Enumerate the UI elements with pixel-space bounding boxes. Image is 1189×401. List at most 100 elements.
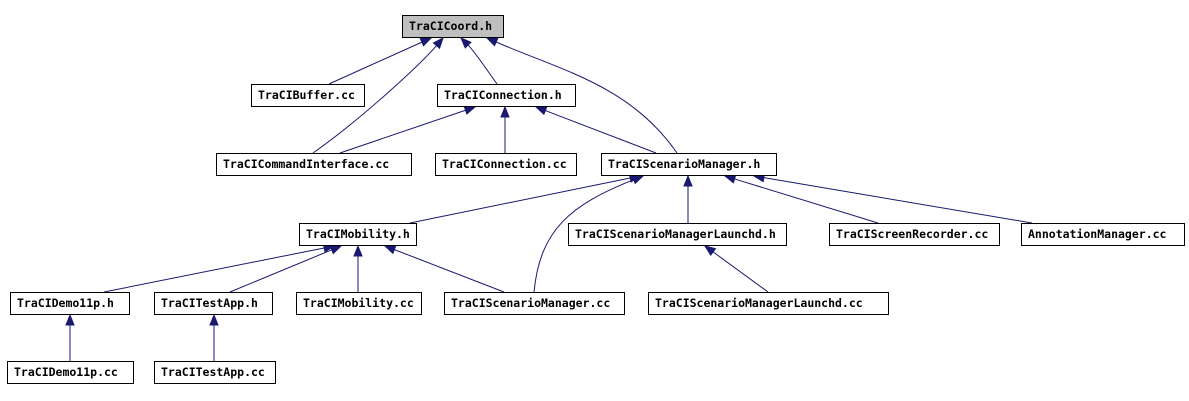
arrowhead-icon — [419, 37, 433, 47]
edge-scenmgr_cc-to-mobility_h — [383, 245, 505, 293]
node-label: TraCIMobility.cc — [303, 296, 414, 310]
arrowhead-icon — [683, 174, 693, 187]
edge-line — [533, 179, 634, 293]
edge-line — [467, 44, 498, 85]
node-label: TraCIDemo11p.h — [17, 296, 114, 310]
edge-mobility_h-to-scenmgr_h — [409, 173, 642, 224]
node-label: TraCIConnection.h — [444, 88, 562, 102]
edge-line — [394, 249, 505, 293]
node-label: TraCIScenarioManager.cc — [451, 296, 610, 310]
node-box — [216, 153, 412, 176]
node-label: TraCIConnection.cc — [442, 157, 567, 171]
node-label: TraCITestApp.h — [161, 296, 258, 310]
edge-line — [495, 41, 678, 154]
edge-scenmgrlaunchd_h-to-scenmgr_h — [683, 174, 693, 223]
node-box — [402, 15, 504, 38]
node-box — [296, 292, 422, 315]
edge-line — [103, 247, 325, 293]
node-connection-cc[interactable]: TraCIConnection.cc — [435, 153, 577, 176]
edge-line — [409, 177, 631, 224]
edge-connection_h-to-coord_h — [460, 37, 498, 85]
node-testapp-cc[interactable]: TraCITestApp.cc — [154, 361, 276, 384]
node-mobility-h[interactable]: TraCIMobility.h — [299, 223, 417, 246]
arrowhead-icon — [463, 105, 477, 115]
edge-line — [339, 109, 466, 154]
edge-demo11p_cc-to-demo11p_h — [65, 313, 75, 361]
edge-line — [312, 45, 437, 154]
node-scenmgrlaunchd-h[interactable]: TraCIScenarioManagerLaunchd.h — [568, 223, 787, 246]
edge-line — [229, 249, 332, 293]
node-box — [435, 153, 577, 176]
node-box — [829, 223, 1000, 246]
arrowhead-icon — [432, 36, 444, 50]
node-box — [568, 223, 787, 246]
node-connection-h[interactable]: TraCIConnection.h — [437, 84, 576, 107]
arrowhead-icon — [460, 37, 472, 49]
edge-connection_cc-to-connection_h — [500, 105, 510, 153]
node-box — [444, 292, 625, 315]
node-box — [648, 292, 889, 315]
edge-annotation_cc-to-scenmgr_h — [752, 173, 1033, 224]
edge-line — [328, 41, 423, 85]
arrowhead-icon — [631, 175, 645, 185]
node-scenmgr-h[interactable]: TraCIScenarioManager.h — [601, 153, 777, 176]
node-cmdiface-cc[interactable]: TraCICommandInterface.cc — [216, 153, 412, 176]
node-label: TraCICommandInterface.cc — [223, 157, 389, 171]
arrowhead-icon — [65, 313, 75, 326]
node-label: TraCIScenarioManagerLaunchd.cc — [655, 296, 863, 310]
arrowhead-icon — [534, 106, 548, 116]
node-box — [601, 153, 777, 176]
node-label: TraCIMobility.h — [306, 227, 410, 241]
node-label: TraCIBuffer.cc — [258, 88, 355, 102]
node-label: TraCICoord.h — [409, 19, 492, 33]
node-testapp-h[interactable]: TraCITestApp.h — [154, 292, 273, 315]
arrowhead-icon — [383, 245, 397, 255]
node-screenrec-cc[interactable]: TraCIScreenRecorder.cc — [829, 223, 1000, 246]
node-box — [10, 292, 130, 315]
node-label: TraCIScreenRecorder.cc — [836, 227, 988, 241]
edge-buffer_cc-to-coord_h — [328, 37, 433, 85]
arrowhead-icon — [353, 244, 363, 257]
node-demo11p-h[interactable]: TraCIDemo11p.h — [10, 292, 130, 315]
edge-line — [734, 178, 879, 224]
node-label: TraCIScenarioManagerLaunchd.h — [575, 227, 776, 241]
node-box — [437, 84, 576, 107]
node-mobility-cc[interactable]: TraCIMobility.cc — [296, 292, 422, 315]
edge-cmdiface_cc-to-coord_h — [312, 36, 444, 154]
node-box — [299, 223, 417, 246]
node-box — [1021, 223, 1185, 246]
node-label: TraCIDemo11p.cc — [14, 365, 118, 379]
edge-mobility_cc-to-mobility_h — [353, 244, 363, 292]
edge-scenmgrlaunchd_cc-to-scenmgrlaunchd_h — [703, 245, 769, 293]
arrowhead-icon — [500, 105, 510, 118]
node-scenmgr-cc[interactable]: TraCIScenarioManager.cc — [444, 292, 625, 315]
edge-scenmgr_h-to-connection_h — [534, 106, 657, 154]
edge-scenmgr_h-to-coord_h — [485, 37, 678, 154]
node-annotation-cc[interactable]: AnnotationManager.cc — [1021, 223, 1185, 246]
node-buffer-cc[interactable]: TraCIBuffer.cc — [251, 84, 365, 107]
edge-screenrec_cc-to-scenmgr_h — [723, 174, 879, 224]
node-box — [251, 84, 365, 107]
node-label: TraCIScenarioManager.h — [608, 157, 760, 171]
node-coord-h[interactable]: TraCICoord.h — [402, 15, 504, 38]
arrowhead-icon — [329, 245, 343, 255]
arrowhead-icon — [723, 174, 737, 184]
edge-demo11p_h-to-mobility_h — [103, 243, 336, 293]
node-box — [154, 292, 273, 315]
edges-layer — [65, 36, 1033, 361]
node-scenmgrlaunchd-cc[interactable]: TraCIScenarioManagerLaunchd.cc — [648, 292, 889, 315]
node-box — [7, 361, 134, 384]
node-label: TraCITestApp.cc — [161, 365, 265, 379]
arrowhead-icon — [209, 313, 219, 326]
node-label: AnnotationManager.cc — [1028, 227, 1166, 241]
edge-line — [712, 251, 769, 293]
arrowhead-icon — [703, 245, 717, 257]
arrowhead-icon — [485, 37, 499, 47]
edge-testapp_h-to-mobility_h — [229, 245, 343, 293]
node-box — [154, 361, 276, 384]
node-demo11p-cc[interactable]: TraCIDemo11p.cc — [7, 361, 134, 384]
edge-line — [763, 177, 1033, 224]
